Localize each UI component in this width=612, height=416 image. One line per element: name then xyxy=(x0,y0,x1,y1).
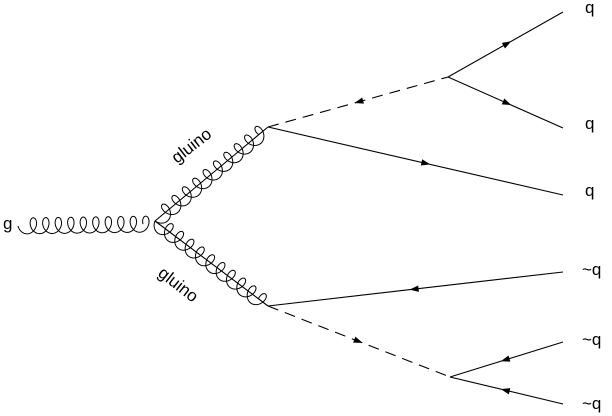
quark-top-label: q xyxy=(585,0,594,17)
lower-gluino-label: gluino xyxy=(155,263,202,306)
squark-lower-mid-arrow xyxy=(500,355,511,362)
squark-lower-mid-label: ~q xyxy=(582,330,601,349)
quark-upper-mid-label: q xyxy=(585,114,594,133)
quark-direct-upper-label: q xyxy=(585,181,594,200)
upper-squark-arrow xyxy=(354,97,364,104)
quark-upper-mid-arrow xyxy=(501,98,512,106)
quark-direct-upper-arrow xyxy=(420,159,431,166)
quark-top-arrow xyxy=(501,41,512,49)
squark-direct-lower-label: ~q xyxy=(582,260,601,279)
squark-bottom-label: ~q xyxy=(582,394,601,413)
incoming-gluon-line xyxy=(17,215,150,235)
upper-gluino-core-line xyxy=(154,126,269,222)
lower-squark-arrow xyxy=(353,336,363,343)
squark-direct-lower-arrow xyxy=(409,285,419,292)
upper-gluino-label: gluino xyxy=(168,124,215,167)
lower-gluino-core-line xyxy=(154,220,269,307)
incoming-gluon-label: g xyxy=(3,214,12,233)
squark-bottom-arrow xyxy=(500,388,511,395)
quark-direct-upper-line xyxy=(267,126,564,196)
